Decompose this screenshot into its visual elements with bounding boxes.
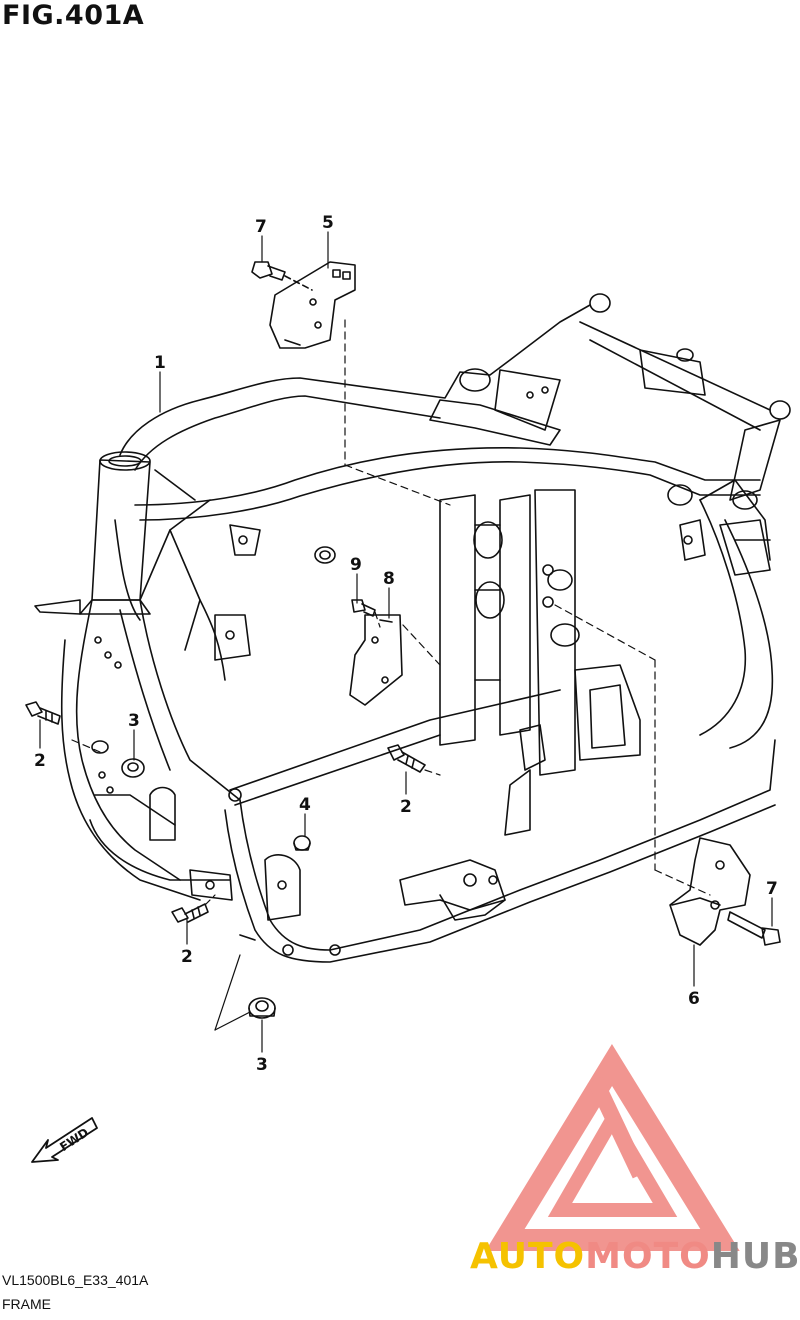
watermark-logo (485, 1043, 740, 1251)
nut-3-left (121, 758, 145, 778)
callout-9: 9 (350, 555, 362, 575)
grommet-upper (314, 546, 336, 564)
bolt-2-left (25, 701, 61, 725)
callout-2-lower: 2 (181, 947, 193, 967)
callout-7-lower: 7 (766, 879, 778, 899)
callout-6: 6 (688, 989, 700, 1009)
nut-3-lower (248, 997, 276, 1019)
main-frame (34, 293, 791, 963)
bolt-9 (351, 599, 376, 617)
callout-4: 4 (299, 795, 311, 815)
bracket-5 (269, 261, 356, 349)
figure-title: FIG.401A (2, 0, 145, 31)
bolt-2-center (387, 744, 426, 773)
callout-7-upper: 7 (255, 217, 267, 237)
bolt-7-lower (727, 911, 781, 946)
callout-leaders (39, 231, 773, 1053)
watermark-moto: MOTO (585, 1236, 711, 1277)
cap-4 (293, 835, 311, 851)
callout-2-center: 2 (400, 797, 412, 817)
bracket-6 (669, 837, 751, 946)
callout-5: 5 (322, 213, 334, 233)
watermark-auto: AUTO (470, 1236, 585, 1277)
assembly-dash-lines (71, 319, 711, 906)
bracket-8 (349, 614, 403, 706)
diagram-code: VL1500BL6_E33_401A (2, 1272, 149, 1288)
watermark-text: AUTOMOTOHUB (470, 1236, 800, 1277)
watermark-hub: HUB (711, 1236, 800, 1277)
bolt-7-upper (251, 261, 313, 291)
bolt-2-lower (171, 903, 209, 923)
callout-3-lower: 3 (256, 1055, 268, 1075)
callout-2-left: 2 (34, 751, 46, 771)
callout-1: 1 (154, 353, 166, 373)
callout-3-left: 3 (128, 711, 140, 731)
fwd-arrow-icon (31, 1117, 98, 1163)
diagram-caption: FRAME (2, 1296, 51, 1312)
callout-8: 8 (383, 569, 395, 589)
